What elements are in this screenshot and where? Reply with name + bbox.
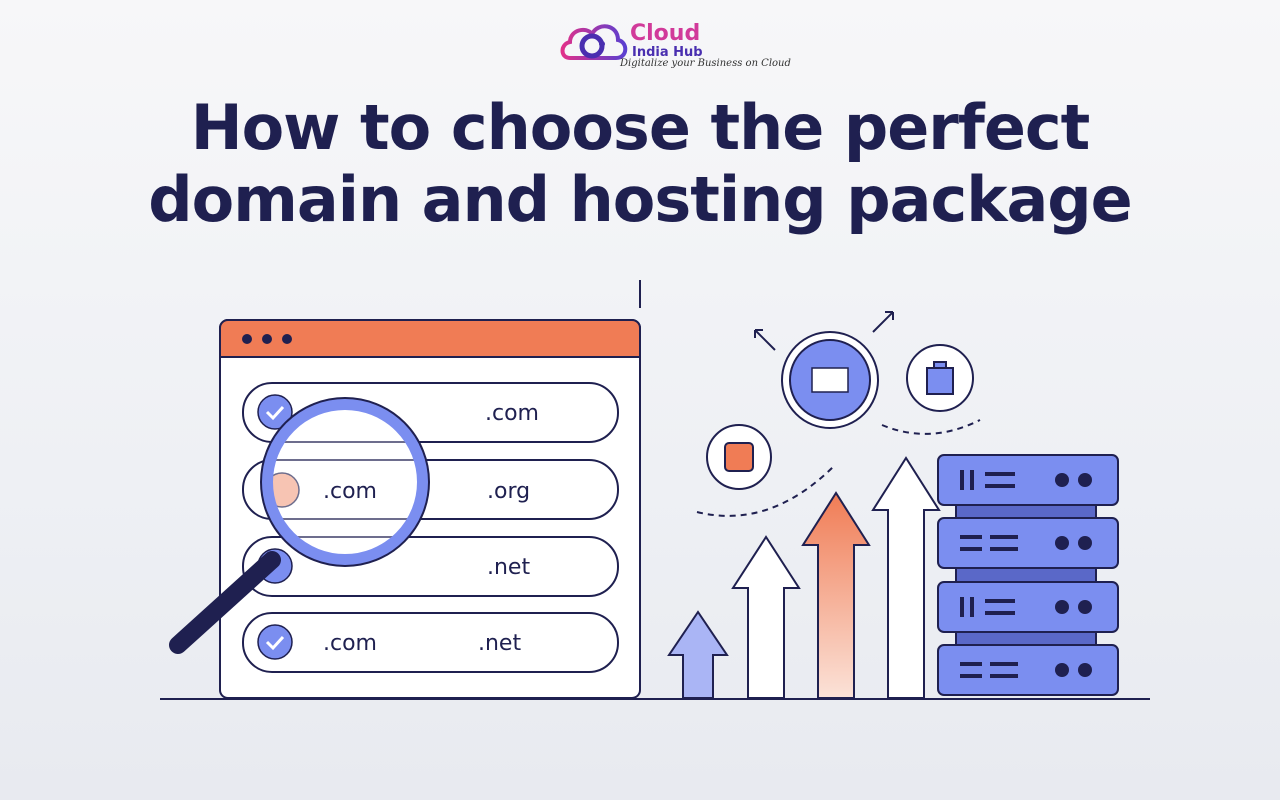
- logo-tagline: Digitalize your Business on Cloud: [620, 58, 791, 69]
- domain-row[interactable]: .com .net: [242, 612, 619, 673]
- text-label: .com: [323, 631, 377, 656]
- magnifier-icon: [169, 397, 430, 654]
- window-dot-icon: [282, 334, 292, 344]
- window-dot-icon: [262, 334, 272, 344]
- text-label: .com: [485, 401, 539, 426]
- server-stack-icon: [937, 454, 1119, 696]
- growth-arrows-icon: [667, 456, 941, 699]
- check-icon: [257, 624, 293, 660]
- domain-row[interactable]: .net: [242, 536, 619, 597]
- check-icon: [257, 394, 293, 430]
- magnified-domain-label: .com: [323, 479, 377, 504]
- cloud-logo-icon: Cloud India Hub: [560, 21, 703, 60]
- domain-row[interactable]: .org: [242, 459, 619, 520]
- text-label: India Hub: [632, 45, 703, 60]
- cloud-india-hub-logo: Cloud India Hub: [558, 21, 738, 92]
- page-title: How to choose the perfect domain and hos…: [0, 92, 1280, 236]
- text-label: Cloud: [630, 22, 700, 46]
- text-label: .net: [487, 555, 530, 580]
- title-line-2: domain and hosting package: [148, 163, 1132, 236]
- title-line-1: How to choose the perfect: [190, 91, 1091, 164]
- browser-titlebar: [219, 319, 641, 358]
- text-label: .org: [487, 479, 530, 504]
- text-label: .net: [478, 631, 521, 656]
- window-dot-icon: [242, 334, 252, 344]
- cloud-transfer-icons: [696, 311, 981, 517]
